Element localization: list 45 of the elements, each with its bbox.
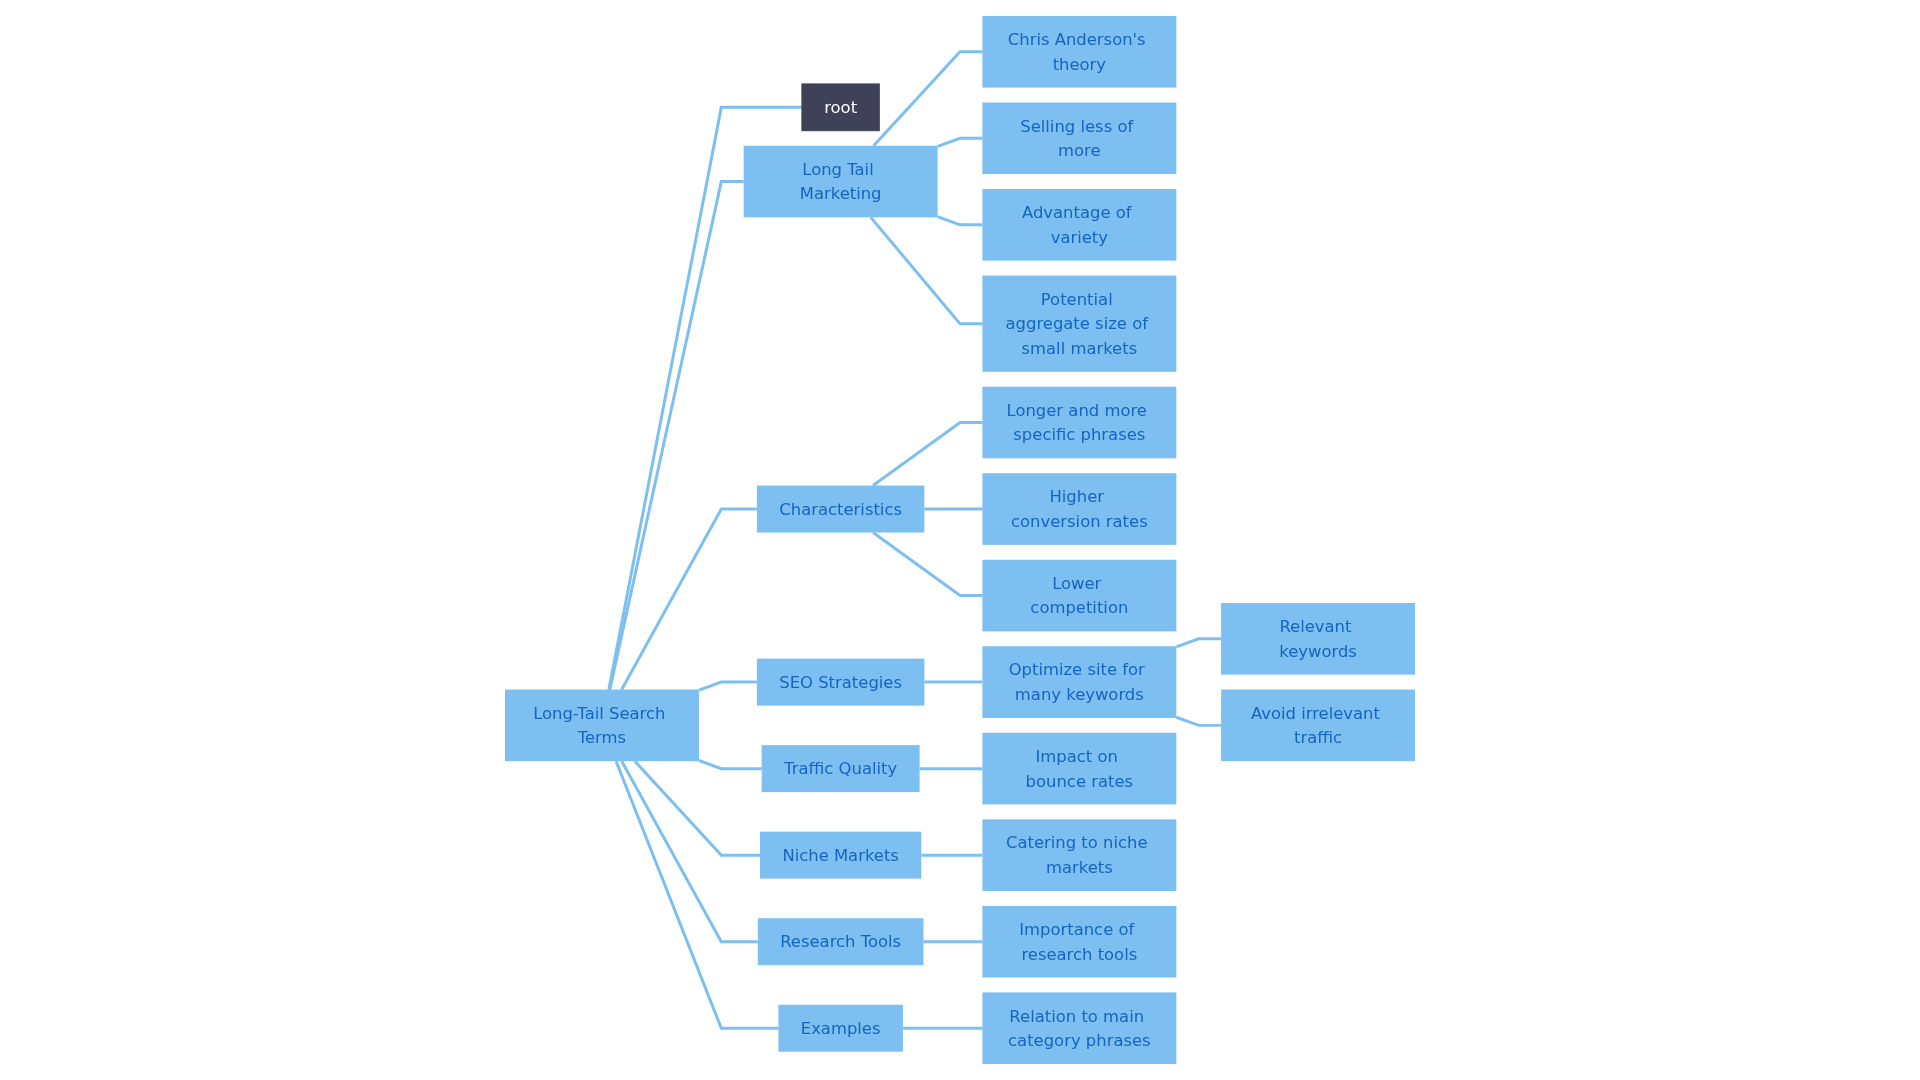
node-box: Advantage of variety xyxy=(982,189,1177,261)
connector xyxy=(614,760,779,1030)
node-box: Potential aggregate size of small markets xyxy=(982,275,1177,372)
node-box: SEO Strategies xyxy=(756,658,925,706)
node-box: Relevant keywords xyxy=(1221,603,1416,675)
node-box: Importance of research tools xyxy=(982,905,1177,978)
connector xyxy=(698,680,757,692)
connector xyxy=(872,531,983,598)
connector xyxy=(620,760,758,944)
node-box: Longer and more specific phrases xyxy=(982,386,1177,459)
node-box: Lower competition xyxy=(982,559,1177,632)
connector xyxy=(937,136,983,148)
node-box: Impact on bounce rates xyxy=(982,732,1177,805)
connector xyxy=(869,216,983,326)
connector xyxy=(923,940,983,944)
connector xyxy=(698,759,762,771)
connector xyxy=(607,105,802,690)
connector xyxy=(872,421,983,487)
node-box: Examples xyxy=(778,1004,903,1052)
node-box: Niche Markets xyxy=(760,831,922,879)
node-box: Optimize site for many keywords xyxy=(982,646,1177,718)
node-box: Selling less of more xyxy=(982,102,1177,175)
node-box: Higher conversion rates xyxy=(982,473,1177,545)
connector xyxy=(924,680,983,684)
connector xyxy=(620,507,757,691)
node-box: Long-Tail Search Terms xyxy=(504,689,699,762)
node-box: Catering to niche markets xyxy=(982,819,1177,891)
connector xyxy=(1175,637,1222,649)
connector xyxy=(937,215,983,227)
connector xyxy=(919,767,983,771)
connector xyxy=(921,853,983,857)
node-box: Relation to main category phrases xyxy=(982,992,1177,1065)
connector xyxy=(1175,715,1222,727)
node-box: Avoid irrelevant traffic xyxy=(1221,689,1416,762)
connector xyxy=(924,507,983,511)
node-box: Long Tail Marketing xyxy=(743,145,938,218)
node-box: Characteristics xyxy=(756,485,925,533)
node-box: root xyxy=(801,83,880,132)
node-box: Chris Anderson's theory xyxy=(982,15,1177,88)
node-box: Traffic Quality xyxy=(761,745,920,793)
connector xyxy=(872,50,983,147)
node-box: Research Tools xyxy=(757,918,924,966)
connector xyxy=(902,1026,983,1030)
connector xyxy=(633,760,760,857)
connector xyxy=(608,180,744,690)
